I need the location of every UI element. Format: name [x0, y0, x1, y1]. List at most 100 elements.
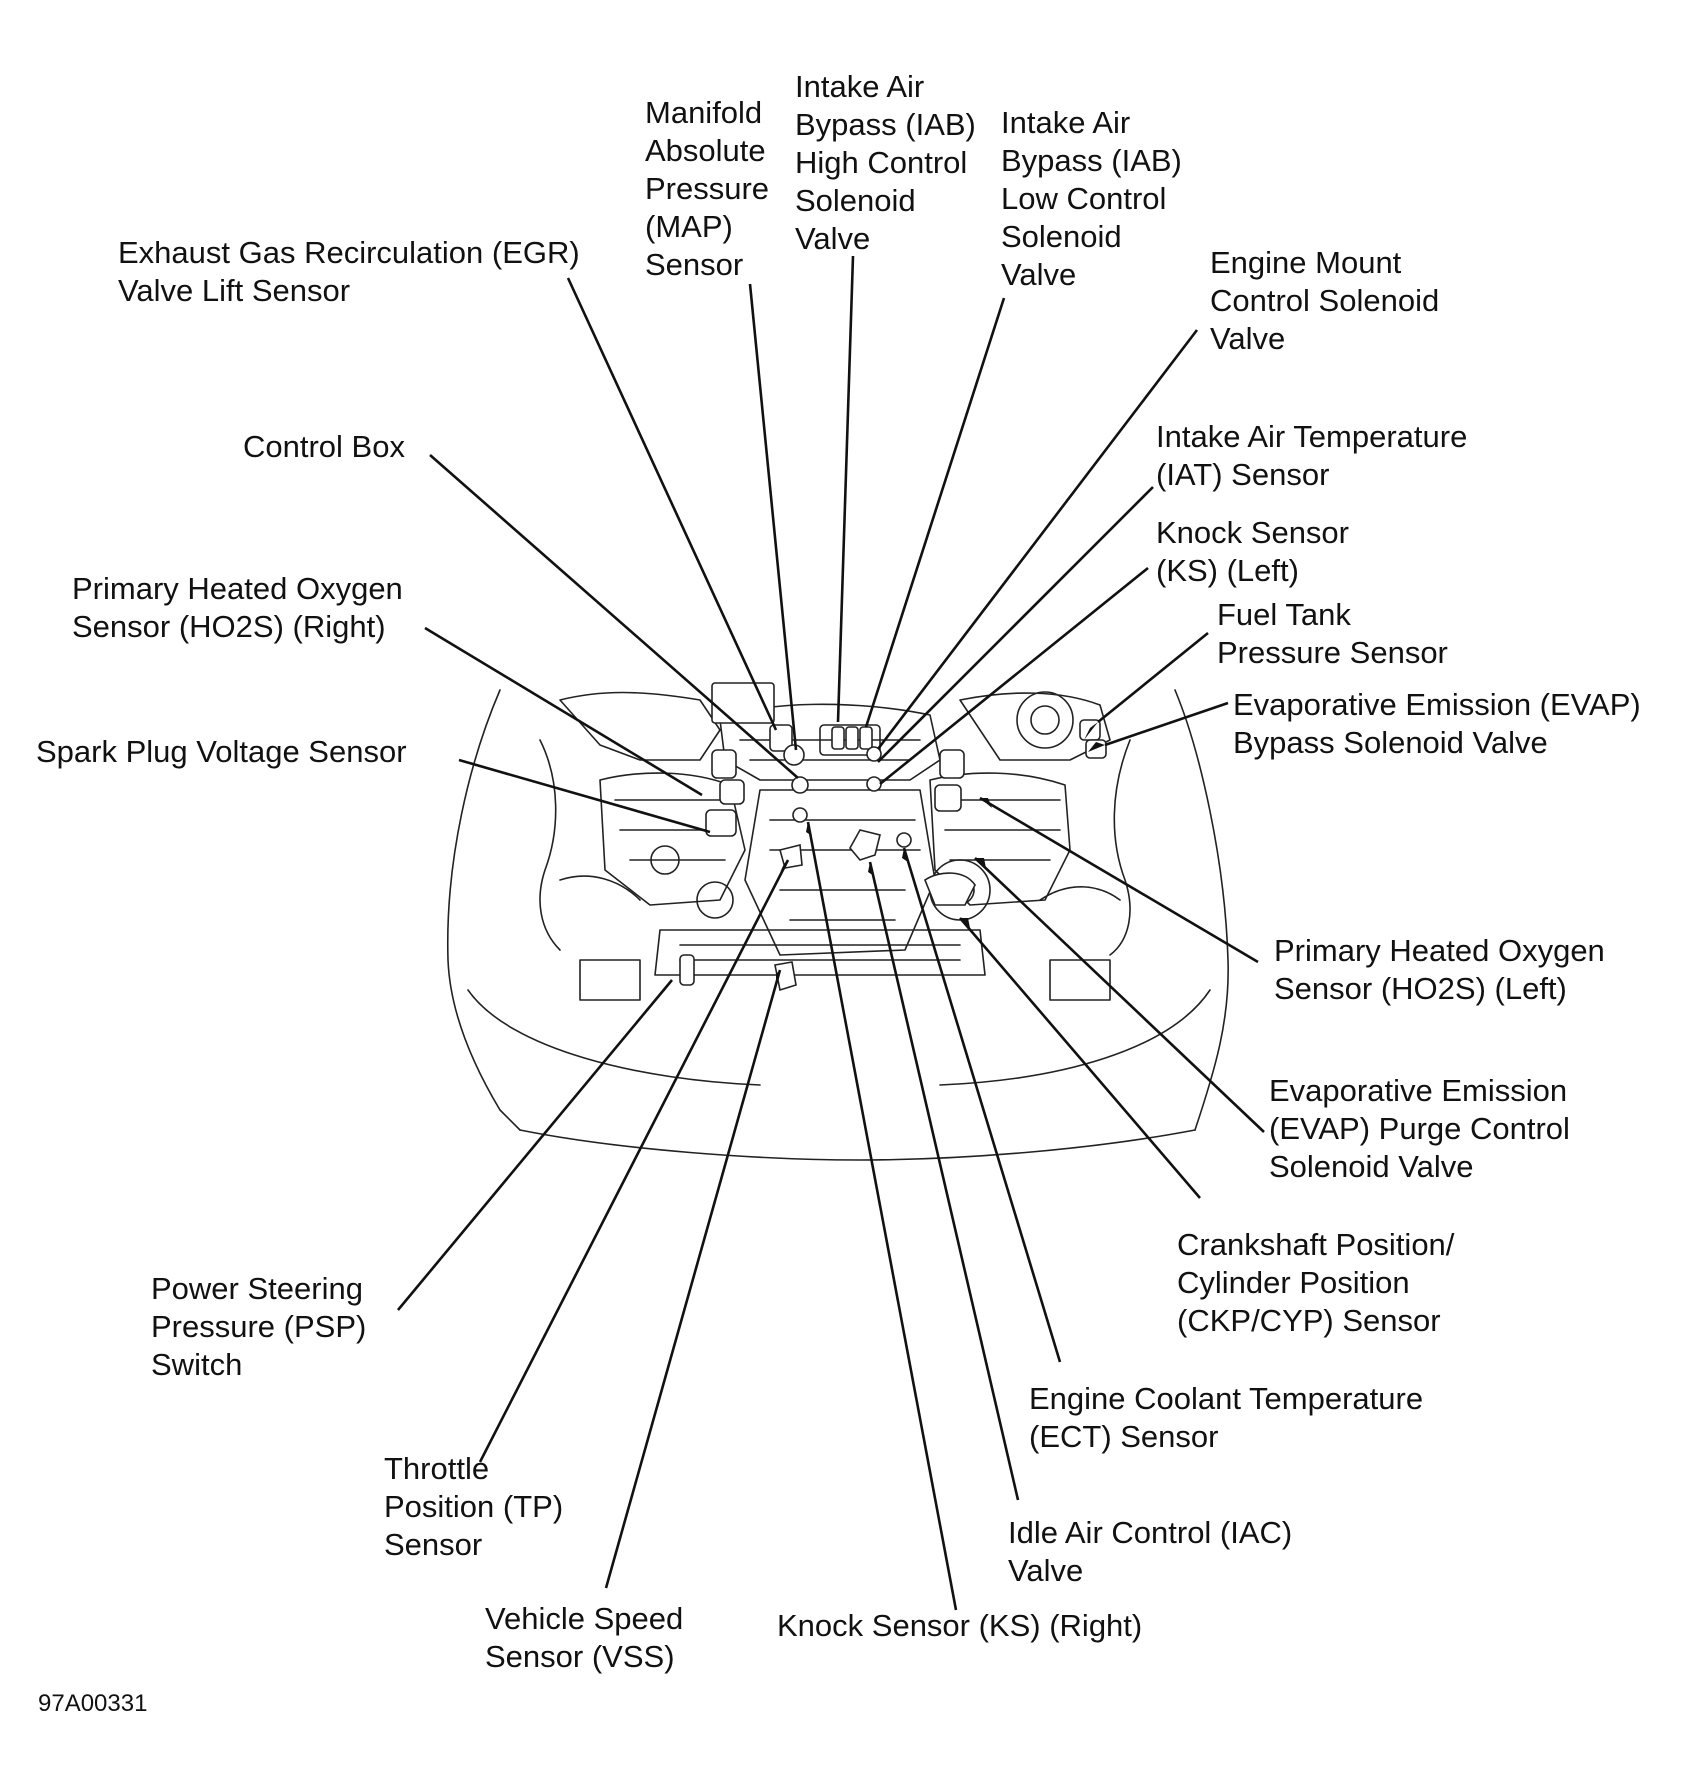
label-line: Primary Heated Oxygen	[72, 571, 403, 606]
engine-compartment-drawing	[446, 682, 1229, 1161]
leader-evap-purge	[974, 857, 1265, 1133]
label-iac-valve: Idle Air Control (IAC) Valve	[1008, 1514, 1292, 1590]
label-fuel-tank-pressure-sensor: Fuel Tank Pressure Sensor	[1217, 596, 1448, 672]
leader-ho2s-left	[979, 796, 1259, 964]
vehicle-body-outline	[446, 689, 521, 1131]
label-line: Knock Sensor	[1156, 515, 1349, 550]
leader-evap-bypass	[1104, 701, 1229, 747]
label-line: Sensor	[645, 247, 744, 282]
label-psp-switch: Power Steering Pressure (PSP) Switch	[151, 1270, 366, 1384]
label-line: Sensor	[384, 1527, 483, 1562]
leader-tp	[478, 859, 790, 1463]
label-knock-sensor-left: Knock Sensor (KS) (Left)	[1156, 514, 1349, 590]
label-line: Switch	[151, 1347, 243, 1382]
label-line: (EVAP) Purge Control	[1269, 1111, 1570, 1146]
label-egr-valve-lift-sensor: Exhaust Gas Recirculation (EGR) Valve Li…	[118, 234, 580, 310]
label-line: Valve	[1008, 1553, 1084, 1588]
label-line: Position (TP)	[384, 1489, 564, 1524]
label-spark-plug-voltage-sensor: Spark Plug Voltage Sensor	[36, 733, 407, 771]
label-line: Intake Air Temperature	[1156, 419, 1468, 454]
label-line: Bypass Solenoid Valve	[1233, 725, 1548, 760]
leader-lines	[396, 255, 1265, 1611]
label-line: Pressure Sensor	[1217, 635, 1448, 670]
label-line: Primary Heated Oxygen	[1274, 933, 1605, 968]
label-line: Throttle	[384, 1451, 490, 1486]
label-line: Valve Lift Sensor	[118, 273, 351, 308]
label-line: Control Solenoid	[1210, 283, 1440, 318]
leader-iac	[868, 861, 1020, 1501]
label-engine-mount-control-valve: Engine Mount Control Solenoid Valve	[1210, 244, 1439, 358]
label-ho2s-left: Primary Heated Oxygen Sensor (HO2S) (Lef…	[1274, 932, 1605, 1008]
label-ect-sensor: Engine Coolant Temperature (ECT) Sensor	[1029, 1380, 1423, 1456]
leader-spark-plug	[458, 758, 711, 834]
label-line: Spark Plug Voltage Sensor	[36, 734, 407, 769]
label-line: Valve	[1001, 257, 1077, 292]
leader-arrowheads	[664, 722, 1105, 992]
label-line: Pressure	[645, 171, 770, 206]
label-iab-low-control-valve: Intake Air Bypass (IAB) Low Control Sole…	[1001, 104, 1182, 294]
label-line: Bypass (IAB)	[1001, 143, 1182, 178]
label-tp-sensor: Throttle Position (TP) Sensor	[384, 1450, 563, 1564]
label-line: Cylinder Position	[1177, 1265, 1410, 1300]
label-line: Valve	[1210, 321, 1286, 356]
label-line: Sensor (HO2S) (Left)	[1274, 971, 1567, 1006]
label-line: Vehicle Speed	[485, 1601, 684, 1636]
label-line: Knock Sensor (KS) (Right)	[777, 1608, 1143, 1643]
leader-ho2s-right	[424, 626, 703, 797]
label-evap-purge-control-valve: Evaporative Emission (EVAP) Purge Contro…	[1269, 1072, 1570, 1186]
vehicle-body-inner-outline	[467, 989, 761, 1086]
label-line: Engine Coolant Temperature	[1029, 1381, 1424, 1416]
label-control-box: Control Box	[243, 428, 405, 466]
label-knock-sensor-right: Knock Sensor (KS) (Right)	[777, 1607, 1142, 1645]
vehicle-bumper-outline	[519, 1129, 1196, 1161]
label-line: Intake Air	[795, 69, 925, 104]
label-line: Low Control	[1001, 181, 1167, 216]
label-line: Evaporative Emission	[1269, 1073, 1568, 1108]
label-iat-sensor: Intake Air Temperature (IAT) Sensor	[1156, 418, 1467, 494]
label-line: Sensor (VSS)	[485, 1639, 675, 1674]
leader-ckp	[959, 917, 1201, 1199]
leader-iab-low	[864, 297, 1006, 728]
label-ckp-cyp-sensor: Crankshaft Position/ Cylinder Position (…	[1177, 1226, 1454, 1340]
label-evap-bypass-solenoid-valve: Evaporative Emission (EVAP) Bypass Solen…	[1233, 686, 1641, 762]
leader-vss	[604, 969, 782, 1589]
label-line: Power Steering	[151, 1271, 363, 1306]
vehicle-body-outline-right	[1174, 689, 1229, 1131]
leader-fuel-tank	[1097, 631, 1209, 724]
label-map-sensor: Manifold Absolute Pressure (MAP) Sensor	[645, 94, 769, 284]
label-line: (ECT) Sensor	[1029, 1419, 1219, 1454]
leader-control-box	[429, 454, 799, 779]
label-line: High Control	[795, 145, 968, 180]
leader-egr	[566, 277, 778, 731]
label-line: Solenoid Valve	[1269, 1149, 1474, 1184]
leader-ks-right	[806, 821, 958, 1611]
label-line: Pressure (PSP)	[151, 1309, 367, 1344]
label-line: Idle Air Control (IAC)	[1008, 1515, 1293, 1550]
label-line: (CKP/CYP) Sensor	[1177, 1303, 1441, 1338]
label-vss: Vehicle Speed Sensor (VSS)	[485, 1600, 683, 1676]
label-line: Fuel Tank	[1217, 597, 1351, 632]
leader-ect	[902, 847, 1062, 1363]
label-line: Solenoid	[795, 183, 916, 218]
label-line: Solenoid	[1001, 219, 1122, 254]
leader-iab-high	[836, 255, 855, 723]
label-line: (KS) (Left)	[1156, 553, 1299, 588]
leader-map	[748, 283, 798, 751]
leader-iat	[877, 486, 1154, 763]
label-line: Intake Air	[1001, 105, 1131, 140]
label-line: Sensor (HO2S) (Right)	[72, 609, 386, 644]
label-line: Absolute	[645, 133, 766, 168]
label-line: Bypass (IAB)	[795, 107, 976, 142]
label-line: (IAT) Sensor	[1156, 457, 1330, 492]
label-line: Control Box	[243, 429, 405, 464]
leader-ks-left	[879, 566, 1149, 786]
label-line: (MAP)	[645, 209, 733, 244]
label-line: Evaporative Emission (EVAP)	[1233, 687, 1641, 722]
label-line: Valve	[795, 221, 871, 256]
label-iab-high-control-valve: Intake Air Bypass (IAB) High Control Sol…	[795, 68, 976, 258]
label-line: Engine Mount	[1210, 245, 1402, 280]
label-line: Exhaust Gas Recirculation (EGR)	[118, 235, 580, 270]
leader-engine-mount	[876, 329, 1199, 750]
leader-psp	[396, 979, 674, 1311]
